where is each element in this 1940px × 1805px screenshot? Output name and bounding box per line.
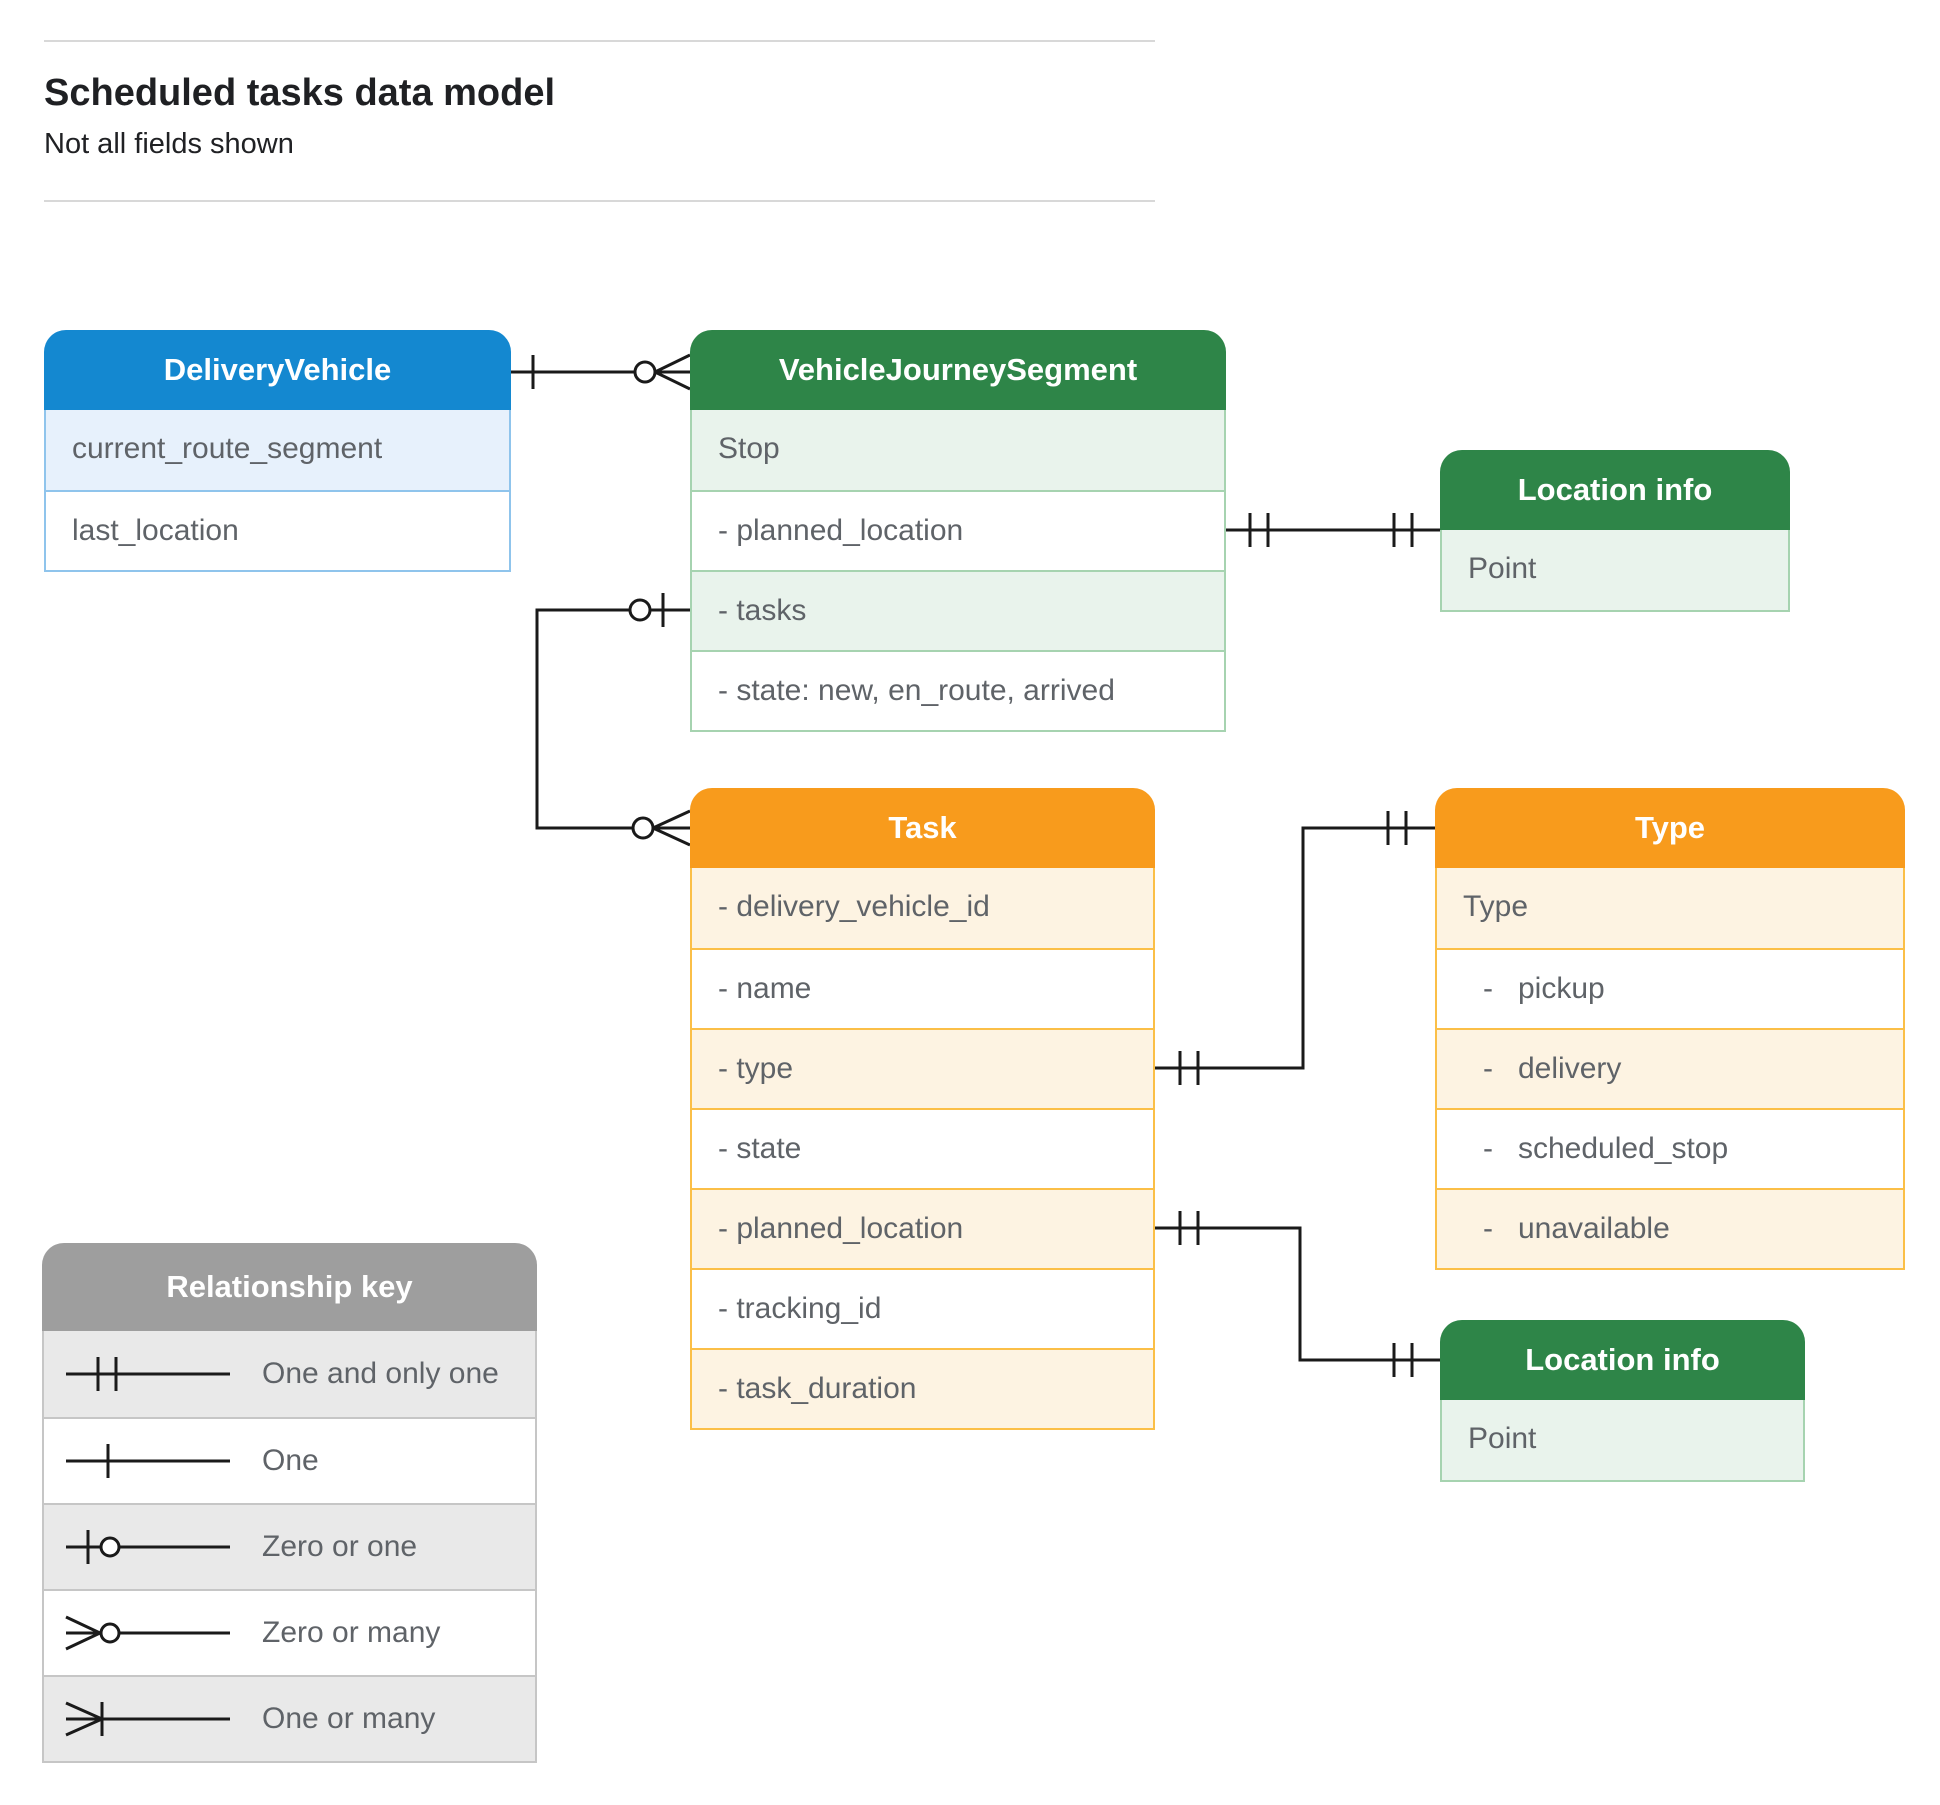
legend-label: Zero or one <box>262 1530 418 1563</box>
zero-circle-icon <box>631 816 655 840</box>
zero-or-many-icon <box>65 1615 230 1651</box>
relationship-key-title: Relationship key <box>42 1243 537 1331</box>
relationship-key: Relationship key One and only one One <box>42 1243 537 1763</box>
field-point: Point <box>1442 1400 1803 1480</box>
entity-delivery-vehicle-body: current_route_segment last_location <box>44 410 511 572</box>
page-title: Scheduled tasks data model <box>44 72 556 114</box>
entity-location-info-bottom-title: Location info <box>1440 1320 1805 1400</box>
field-unavailable: - unavailable <box>1437 1188 1903 1268</box>
zero-circle-icon <box>633 360 657 384</box>
legend-label: Zero or many <box>262 1616 441 1649</box>
field-state: - state <box>692 1108 1153 1188</box>
entity-task-title: Task <box>690 788 1155 868</box>
subtitle-divider <box>44 200 1155 202</box>
legend-row-zero-or-many: Zero or many <box>44 1589 535 1675</box>
entity-location-info-bottom: Location info Point <box>1440 1320 1805 1482</box>
entity-type-title: Type <box>1435 788 1905 868</box>
one-icon <box>66 1444 230 1478</box>
field-type: - type <box>692 1028 1153 1108</box>
entity-delivery-vehicle-title: DeliveryVehicle <box>44 330 511 410</box>
field-planned-location: - planned_location <box>692 490 1224 570</box>
legend-row-one-and-only-one: One and only one <box>44 1331 535 1417</box>
one-or-many-icon <box>65 1701 230 1737</box>
field-type-label: Type <box>1437 868 1903 948</box>
legend-label: One and only one <box>262 1357 499 1390</box>
field-delivery-vehicle-id: - delivery_vehicle_id <box>692 868 1153 948</box>
legend-row-one-or-many: One or many <box>44 1675 535 1761</box>
entity-vehicle-journey-segment: VehicleJourneySegment Stop - planned_loc… <box>690 330 1226 732</box>
top-divider <box>44 40 1155 42</box>
relationship-key-body: One and only one One Zero or one <box>42 1331 537 1763</box>
field-tracking-id: - tracking_id <box>692 1268 1153 1348</box>
connector-plannedlocation-to-locationinfo-top <box>1226 513 1440 547</box>
entity-location-info-bottom-body: Point <box>1440 1400 1805 1482</box>
field-delivery: - delivery <box>1437 1028 1903 1108</box>
field-scheduled-stop: - scheduled_stop <box>1437 1108 1903 1188</box>
entity-vehicle-journey-segment-title: VehicleJourneySegment <box>690 330 1226 410</box>
crow-foot-icon <box>654 353 691 391</box>
field-last-location: last_location <box>46 490 509 570</box>
field-point: Point <box>1442 530 1788 610</box>
entity-type: Type Type - pickup - delivery - schedule… <box>1435 788 1905 1270</box>
entity-type-body: Type - pickup - delivery - scheduled_sto… <box>1435 868 1905 1270</box>
legend-label: One <box>262 1444 319 1477</box>
zero-circle-icon <box>628 598 652 622</box>
connector-tasks-to-task <box>535 593 691 847</box>
entity-delivery-vehicle: DeliveryVehicle current_route_segment la… <box>44 330 511 572</box>
field-pickup: - pickup <box>1437 948 1903 1028</box>
entity-vehicle-journey-segment-body: Stop - planned_location - tasks - state:… <box>690 410 1226 732</box>
entity-location-info-top-body: Point <box>1440 530 1790 612</box>
legend-row-one: One <box>44 1417 535 1503</box>
connector-taskplannedlocation-to-locationinfo-bottom <box>1155 1211 1440 1377</box>
field-name: - name <box>692 948 1153 1028</box>
entity-task: Task - delivery_vehicle_id - name - type… <box>690 788 1155 1430</box>
field-planned-location: - planned_location <box>692 1188 1153 1268</box>
entity-task-body: - delivery_vehicle_id - name - type - st… <box>690 868 1155 1430</box>
crow-foot-icon <box>652 809 691 847</box>
field-tasks: - tasks <box>692 570 1224 650</box>
entity-location-info-top: Location info Point <box>1440 450 1790 612</box>
legend-row-zero-or-one: Zero or one <box>44 1503 535 1589</box>
field-task-duration: - task_duration <box>692 1348 1153 1428</box>
field-current-route-segment: current_route_segment <box>46 410 509 490</box>
legend-label: One or many <box>262 1702 436 1735</box>
connector-tasktype-to-type <box>1155 811 1435 1085</box>
connector-deliveryvehicle-to-vehiclejourneysegment <box>511 353 691 391</box>
field-stop: Stop <box>692 410 1224 490</box>
one-and-only-one-icon <box>66 1357 230 1391</box>
page-subtitle: Not all fields shown <box>44 128 294 160</box>
entity-location-info-top-title: Location info <box>1440 450 1790 530</box>
field-state: - state: new, en_route, arrived <box>692 650 1224 730</box>
zero-or-one-icon <box>66 1530 230 1564</box>
